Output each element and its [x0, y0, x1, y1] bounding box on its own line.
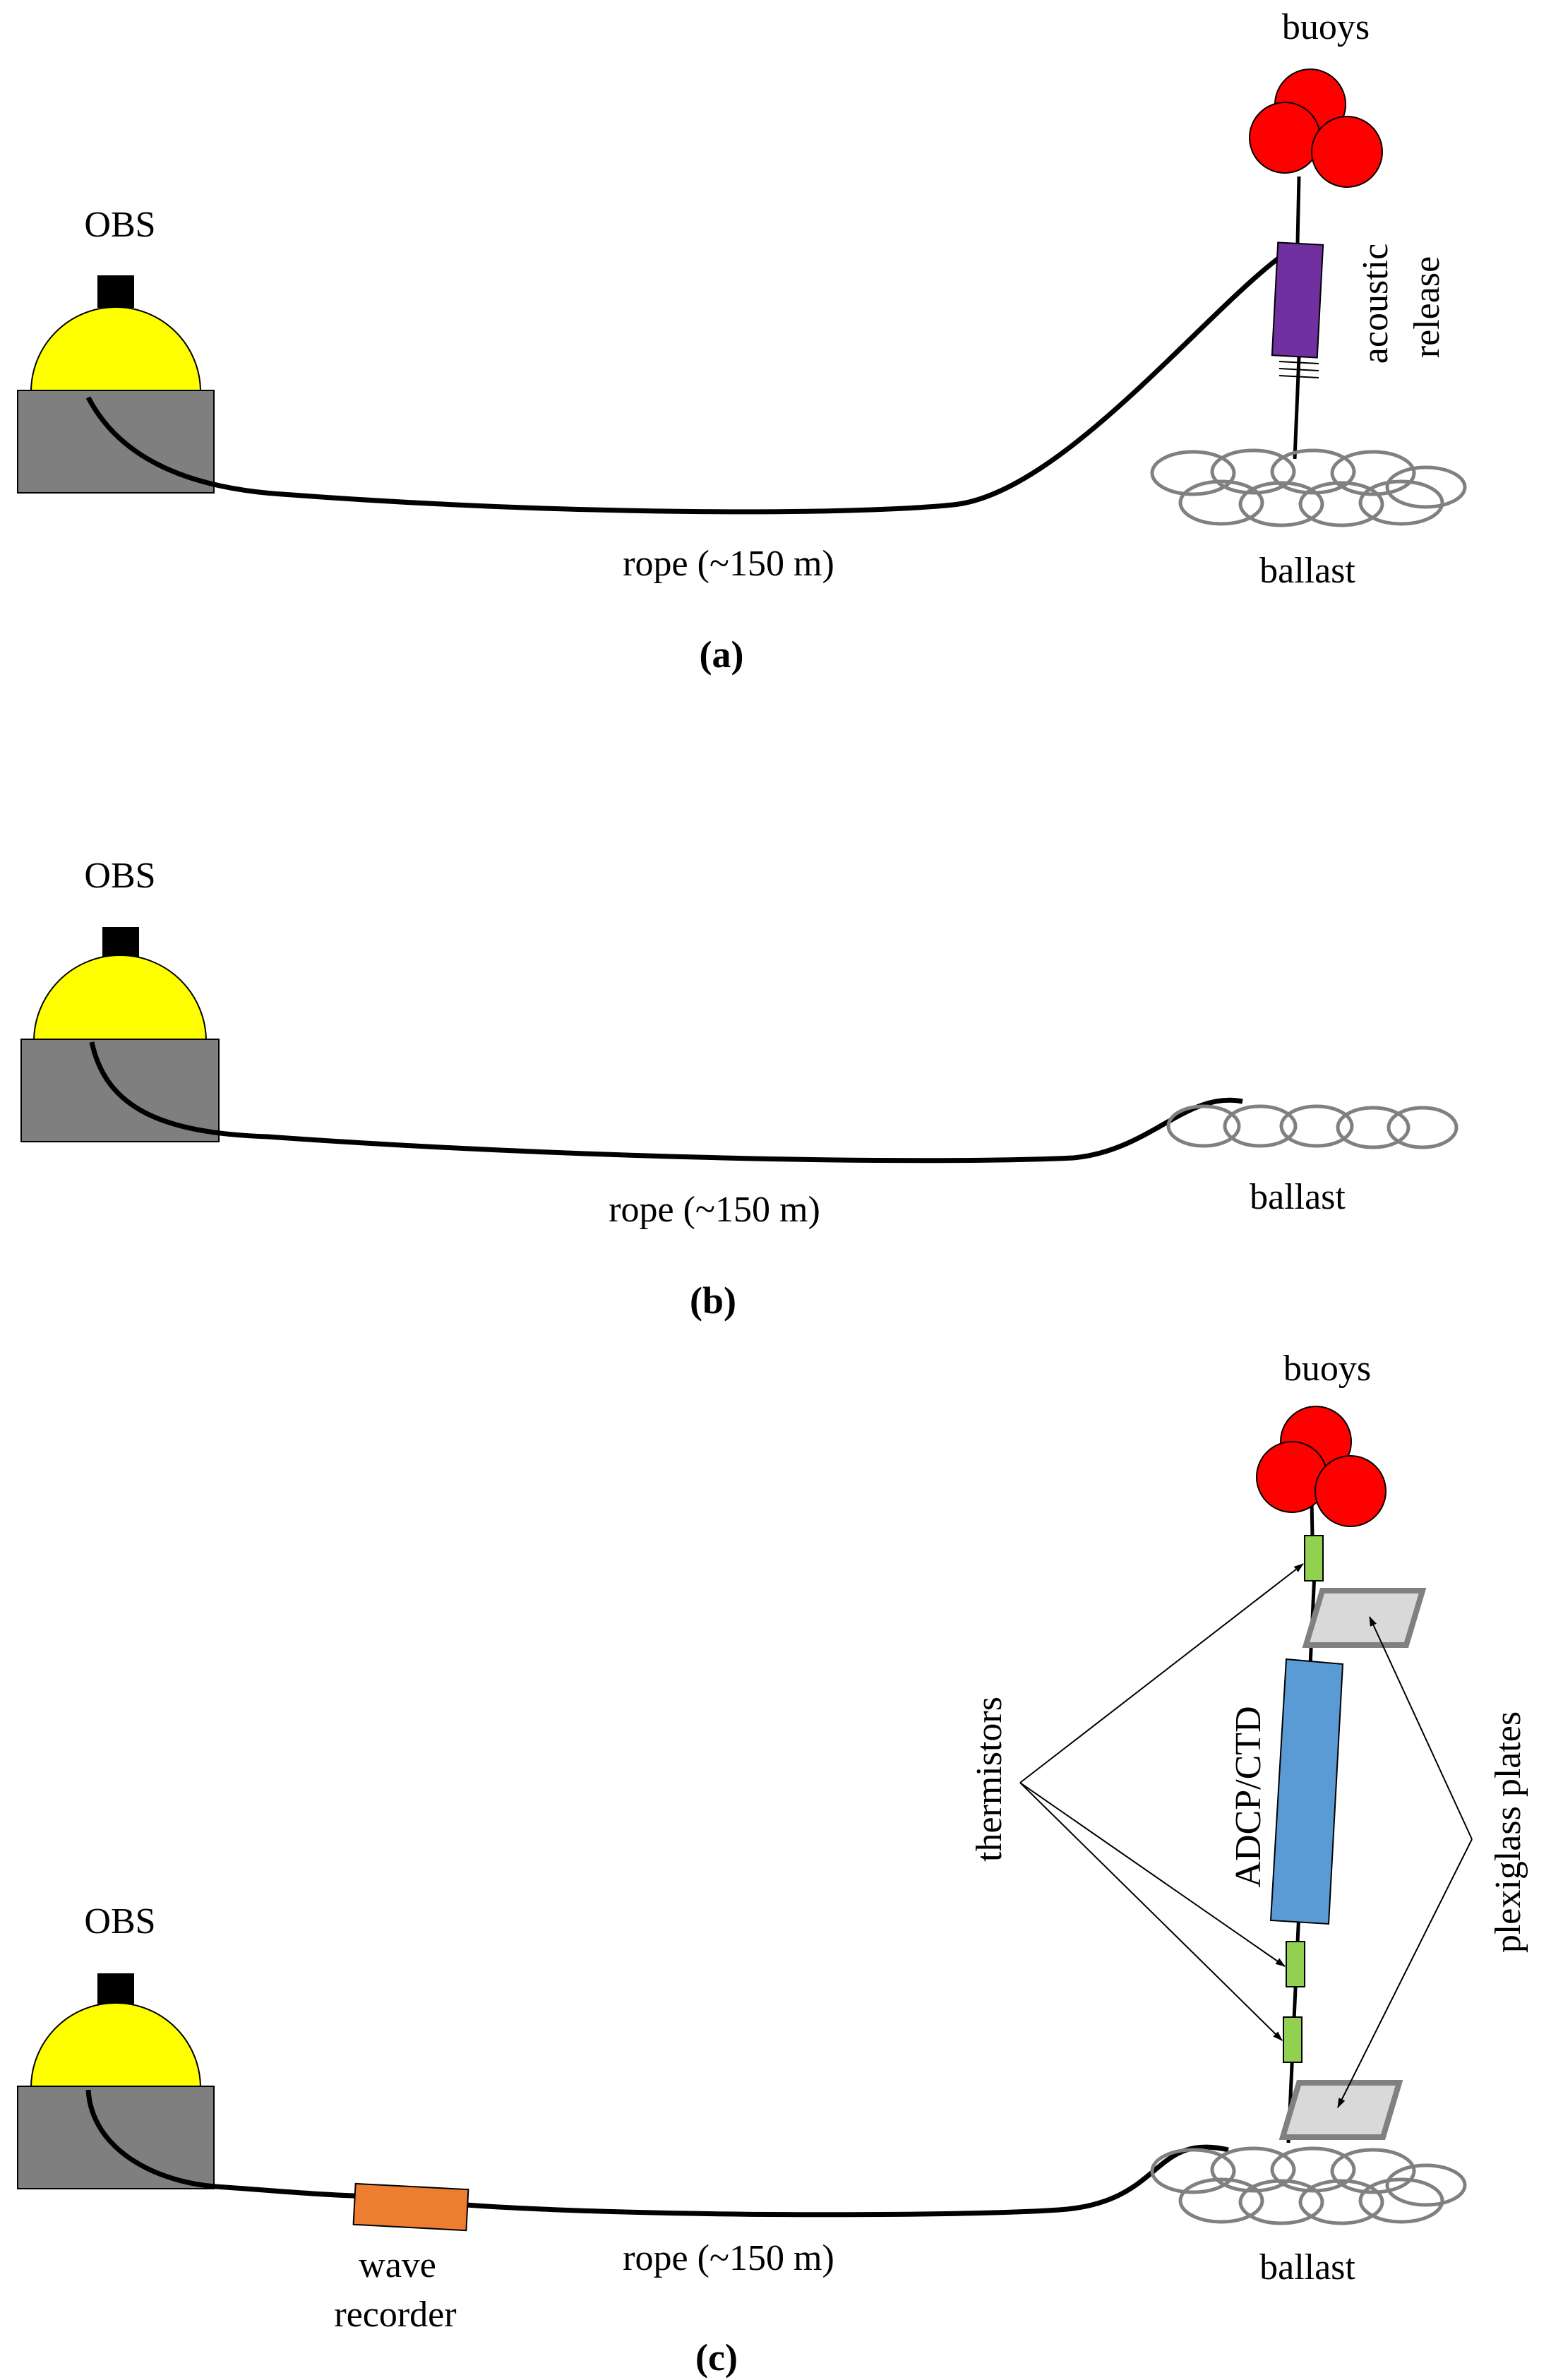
ballast-ring: [1150, 450, 1236, 496]
obs-base: [17, 2086, 215, 2189]
plexiglass-plate: [1302, 1588, 1427, 1648]
ballast-ring: [1210, 448, 1296, 495]
thermistor-arrow: [1019, 1782, 1286, 1967]
ballast-ring: [1330, 2148, 1416, 2194]
acoustic-release: [1271, 241, 1324, 378]
obs-handle: [97, 1973, 134, 2006]
buoys: [1249, 68, 1383, 188]
ballast-label: ballast: [1259, 2247, 1355, 2288]
thermistor-arrow: [1019, 1782, 1283, 2041]
wave-recorder: [352, 2182, 469, 2232]
plexiglass-arrow: [1337, 1838, 1473, 2108]
plexiglass-plate: [1278, 2080, 1403, 2140]
ballast-ring: [1336, 1106, 1411, 1149]
ballast-ring: [1238, 2179, 1324, 2225]
obs-dome: [30, 2002, 202, 2088]
ballast-chain: [1150, 2146, 1467, 2225]
panel-caption: (a): [700, 633, 744, 676]
ballast-ring: [1298, 481, 1384, 527]
obs-handle: [102, 927, 139, 959]
acoustic-release-label: acoustic: [1355, 244, 1396, 364]
acoustic-release-body: [1271, 241, 1324, 359]
buoy: [1315, 1455, 1387, 1527]
ballast-label: ballast: [1250, 1177, 1346, 1217]
buoys: [1256, 1406, 1387, 1527]
buoy: [1311, 116, 1383, 188]
release-tick: [1278, 368, 1319, 371]
buoys-label: buoys: [1282, 7, 1370, 47]
obs-label: OBS: [84, 856, 155, 896]
ballast-ring: [1358, 479, 1444, 526]
buoys-label: buoys: [1283, 1349, 1371, 1389]
adcp-ctd-instrument: [1269, 1658, 1344, 1925]
thermistor: [1283, 2016, 1303, 2063]
mooring-rope: [89, 1041, 1243, 1164]
panel-b: OBS rope (~150 m) ballast (b): [20, 856, 1459, 1322]
thermistor: [1304, 1535, 1324, 1581]
release-tick: [1278, 375, 1319, 378]
buoy: [1249, 102, 1321, 174]
panel-a: OBS buoys acoustic release rope (~150 m)…: [17, 7, 1467, 676]
obs-instrument: [17, 1973, 215, 2189]
ballast-ring: [1279, 1104, 1354, 1148]
obs-label: OBS: [84, 1901, 155, 1942]
rope-label: rope (~150 m): [623, 2238, 834, 2278]
plexiglass-plate-frame: [1302, 1588, 1427, 1648]
mooring-rope: [85, 256, 1281, 515]
obs-dome: [30, 306, 202, 393]
thermistor: [1286, 1941, 1305, 1987]
ballast-ring: [1178, 479, 1264, 526]
ballast-chain: [1150, 448, 1467, 527]
release-tick: [1278, 361, 1319, 364]
plexiglass-plate-frame: [1278, 2080, 1403, 2140]
ballast-ring: [1150, 2148, 1236, 2194]
ballast-ring: [1385, 2163, 1467, 2207]
ballast-ring: [1298, 2179, 1384, 2225]
ballast-ring: [1223, 1104, 1298, 1148]
ballast-ring: [1210, 2146, 1296, 2193]
ballast-ring: [1330, 450, 1416, 496]
obs-dome: [32, 955, 208, 1042]
thermistors-label: thermistors: [969, 1697, 1010, 1862]
ballast-chain: [1166, 1104, 1459, 1149]
obs-handle: [97, 275, 134, 308]
wave-recorder-label: wave: [359, 2245, 436, 2285]
obs-instrument: [20, 927, 220, 1142]
anchor-line: [1295, 176, 1301, 244]
obs-instrument: [17, 275, 215, 494]
rope-label: rope (~150 m): [623, 544, 834, 584]
ballast-ring: [1358, 2177, 1444, 2224]
obs-label: OBS: [84, 205, 155, 245]
ballast-ring: [1385, 465, 1467, 509]
ballast-ring: [1178, 2177, 1264, 2224]
ballast-ring: [1238, 481, 1324, 527]
adcp-ctd-label: ADCP/CTD: [1228, 1706, 1269, 1887]
rope-label: rope (~150 m): [609, 1190, 820, 1230]
panel-c: OBS buoys thermistors ADCP/CTD plexiglas…: [17, 1349, 1528, 2379]
ballast-ring: [1387, 1106, 1459, 1149]
acoustic-release-label: release: [1407, 256, 1447, 358]
anchor-line: [1293, 356, 1301, 460]
mooring-rope: [85, 2089, 1229, 2218]
plexiglass-arrow: [1369, 1616, 1473, 1840]
plexiglass-plates-label: plexiglass plates: [1488, 1711, 1528, 1953]
panel-caption: (b): [690, 1279, 736, 1322]
panel-caption: (c): [695, 2336, 738, 2379]
thermistors: [1283, 1535, 1324, 2063]
ballast-label: ballast: [1259, 551, 1355, 591]
pointer-arrows: [1019, 1563, 1473, 2108]
thermistor-arrow: [1019, 1563, 1304, 1783]
wave-recorder-label: recorder: [334, 2295, 456, 2335]
ballast-ring: [1166, 1104, 1241, 1148]
